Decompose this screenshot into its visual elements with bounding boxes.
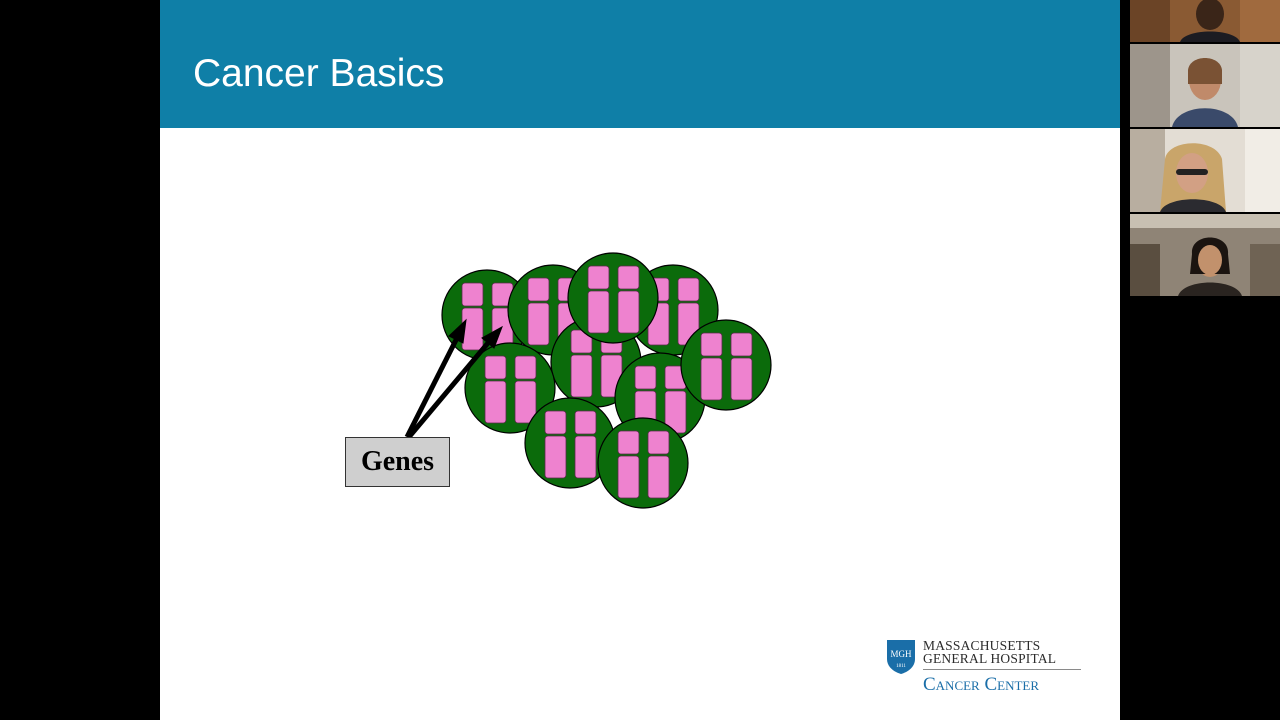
logo-line-massachusetts: MASSACHUSETTS [923,638,1041,653]
svg-text:1811: 1811 [896,664,906,669]
mgh-shield-icon: MGH 1811 [887,640,915,674]
cell [597,417,689,509]
video-tile-participant-3[interactable] [1130,129,1280,212]
logo-divider [923,669,1081,670]
slide-header: Cancer Basics [160,0,1120,128]
cell [567,252,659,344]
video-tile-participant-4[interactable] [1130,214,1280,296]
logo-line-cancer-center: Cancer Center [923,674,1040,695]
cell [680,319,772,411]
cell-cluster-illustration [404,252,772,509]
presentation-slide: Cancer Basics [160,0,1120,720]
logo-line-general-hospital: GENERAL HOSPITAL [923,651,1057,666]
video-tile-participant-2[interactable] [1130,44,1280,127]
svg-text:MGH: MGH [890,649,912,659]
slide-title: Cancer Basics [193,52,445,95]
arrows [404,318,503,439]
mgh-cancer-center-logo: MGH 1811 MASSACHUSETTS GENERAL HOSPITAL … [886,636,1086,698]
video-tile-participant-1[interactable] [1130,0,1280,42]
genes-callout-label: Genes [345,437,450,487]
participant-video-strip [1130,0,1280,296]
